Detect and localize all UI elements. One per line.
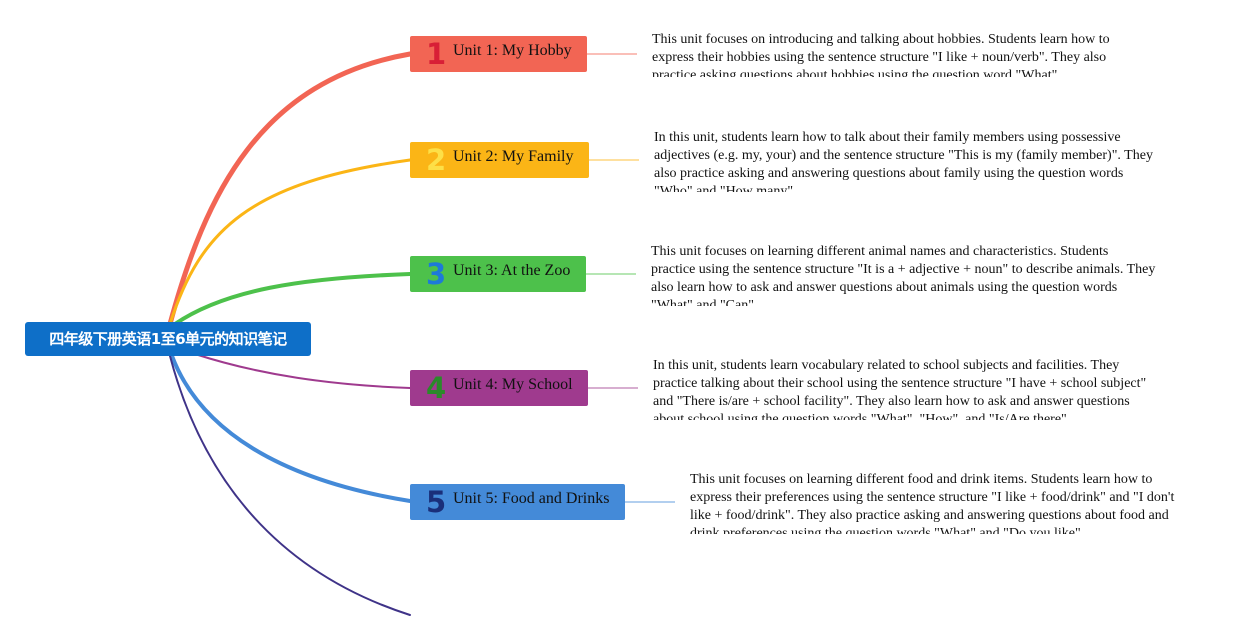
description-text: In this unit, students learn how to talk… — [654, 130, 1153, 192]
number-1-icon: 1 — [426, 37, 447, 71]
branch-unit-4 — [194, 353, 411, 389]
topic-label: Unit 1: My Hobby — [453, 42, 572, 59]
description-unit-5: This unit focuses on learning different … — [690, 471, 1190, 534]
branch-unit-3 — [173, 272, 412, 326]
description-text: In this unit, students learn vocabulary … — [653, 358, 1147, 420]
number-5-icon: 5 — [426, 485, 447, 519]
branch-unit-6 — [169, 355, 411, 616]
description-text: This unit focuses on learning different … — [651, 244, 1156, 306]
description-unit-4: In this unit, students learn vocabulary … — [653, 357, 1153, 420]
branch-unit-5 — [170, 354, 412, 503]
number-4-icon: 4 — [426, 371, 447, 405]
description-text: This unit focuses on introducing and tal… — [652, 32, 1110, 77]
branch-unit-2 — [168, 158, 412, 326]
branch-unit-1 — [167, 51, 413, 327]
topic-label: Unit 4: My School — [453, 376, 573, 393]
topic-unit-4[interactable]: 4 Unit 4: My School — [410, 370, 588, 406]
description-unit-1: This unit focuses on introducing and tal… — [652, 31, 1122, 77]
topic-label: Unit 5: Food and Drinks — [453, 490, 610, 507]
topic-unit-2[interactable]: 2 Unit 2: My Family — [410, 142, 589, 178]
number-2-icon: 2 — [426, 143, 447, 177]
description-text: This unit focuses on learning different … — [690, 472, 1175, 534]
topic-unit-1[interactable]: 1 Unit 1: My Hobby — [410, 36, 587, 72]
description-unit-2: In this unit, students learn how to talk… — [654, 129, 1159, 192]
topic-unit-3[interactable]: 3 Unit 3: At the Zoo — [410, 256, 586, 292]
topic-label: Unit 2: My Family — [453, 148, 574, 165]
root-topic[interactable]: 四年级下册英语1至6单元的知识笔记 — [25, 322, 311, 356]
description-unit-3: This unit focuses on learning different … — [651, 243, 1156, 306]
topic-label: Unit 3: At the Zoo — [453, 262, 571, 279]
topic-unit-5[interactable]: 5 Unit 5: Food and Drinks — [410, 484, 625, 520]
number-3-icon: 3 — [426, 257, 447, 291]
